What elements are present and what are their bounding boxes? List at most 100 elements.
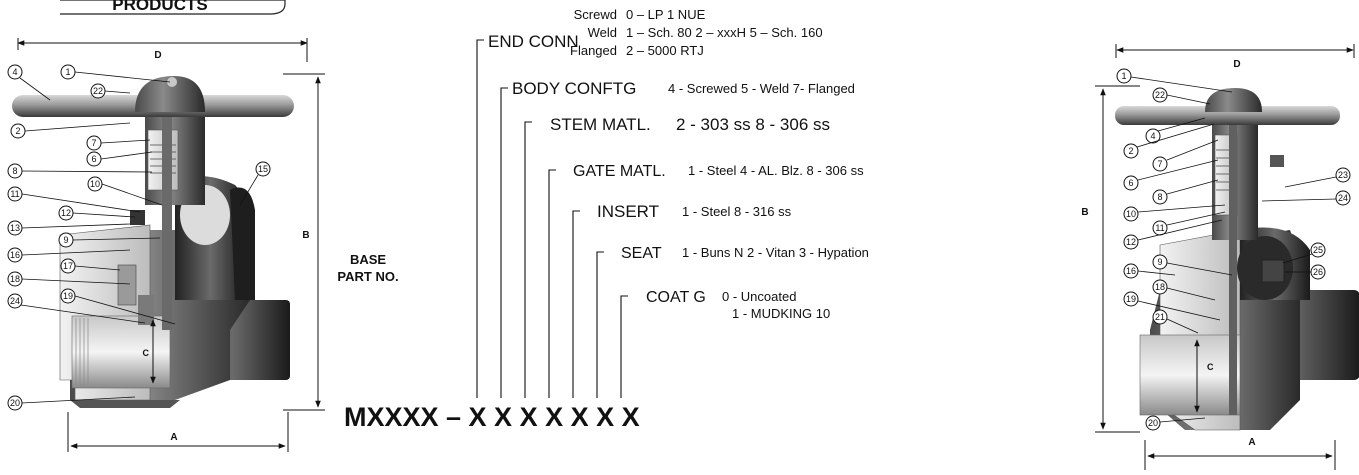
left-callout-20: 20 bbox=[7, 395, 136, 411]
left-callout-15: 15 bbox=[239, 161, 271, 206]
right-callout-2: 2 bbox=[1123, 123, 1215, 159]
svg-text:12: 12 bbox=[61, 208, 71, 218]
left-valve: D B A bbox=[7, 38, 325, 452]
svg-text:7: 7 bbox=[91, 138, 96, 148]
svg-text:1 - MUDKING 10: 1 - MUDKING 10 bbox=[732, 306, 830, 321]
svg-text:22: 22 bbox=[1155, 90, 1165, 100]
svg-text:2: 2 bbox=[1128, 146, 1133, 156]
right-dim-a: A bbox=[1144, 437, 1336, 470]
svg-text:10: 10 bbox=[1126, 209, 1136, 219]
right-callout-12: 12 bbox=[1123, 219, 1223, 250]
left-callout-10: 10 bbox=[87, 176, 163, 206]
left-dim-a-label: A bbox=[170, 432, 177, 443]
svg-text:11: 11 bbox=[10, 189, 19, 199]
left-callout-12: 12 bbox=[58, 205, 136, 221]
right-callout-18: 18 bbox=[1152, 279, 1216, 301]
coating-row: COAT G 0 - Uncoated 1 - MUDKING 10 bbox=[646, 289, 830, 321]
svg-text:SEAT: SEAT bbox=[621, 245, 662, 262]
right-callout-22: 22 bbox=[1152, 87, 1211, 105]
svg-text:1 - Buns N 2 - Vitan 3 - Hy: 1 - Buns N 2 - Vitan 3 - Hypation bbox=[682, 245, 869, 260]
left-callout-7: 7 bbox=[86, 135, 151, 151]
svg-text:8: 8 bbox=[1157, 192, 1162, 202]
right-callout-4: 4 bbox=[1145, 117, 1206, 144]
left-dim-b-label: B bbox=[302, 230, 309, 241]
svg-text:Screwd: Screwd bbox=[574, 7, 617, 22]
header-tab-title: PRODUCTS bbox=[112, 0, 207, 14]
end-conn-options: Screwd 0 – LP 1 NUE Weld 1 – Sch. 80 2 –… bbox=[570, 7, 823, 58]
insert-row: INSERT 1 - Steel 8 - 316 ss bbox=[597, 202, 792, 221]
svg-text:17: 17 bbox=[63, 261, 73, 271]
body-config-row: BODY CONFTG 4 - Screwed 5 - Weld 7- Flan… bbox=[512, 79, 855, 98]
svg-text:9: 9 bbox=[63, 235, 68, 245]
left-callout-9: 9 bbox=[58, 232, 161, 248]
left-callout-19: 19 bbox=[60, 288, 176, 325]
svg-text:4: 4 bbox=[12, 67, 17, 77]
left-callout-6: 6 bbox=[86, 151, 153, 167]
right-callout-9: 9 bbox=[1152, 254, 1233, 276]
left-callout-4: 4 bbox=[7, 64, 51, 101]
right-callout-23: 23 bbox=[1284, 167, 1351, 188]
svg-text:19: 19 bbox=[1126, 294, 1136, 304]
right-dim-b: B bbox=[1081, 85, 1140, 433]
svg-text:18: 18 bbox=[10, 274, 20, 284]
svg-text:20: 20 bbox=[1148, 418, 1158, 428]
svg-text:21: 21 bbox=[1155, 312, 1165, 322]
svg-text:1: 1 bbox=[65, 67, 70, 77]
svg-text:COAT G: COAT G bbox=[646, 289, 706, 306]
part-number-code: MXXXX – X X X X X X X bbox=[344, 402, 640, 432]
left-dim-c-label: C bbox=[143, 348, 150, 358]
svg-text:1 - Steel 4 - AL. Blz. 8 - 3: 1 - Steel 4 - AL. Blz. 8 - 306 ss bbox=[688, 163, 864, 178]
svg-text:2 – 5000 RTJ: 2 – 5000 RTJ bbox=[626, 43, 704, 58]
right-callout-16: 16 bbox=[1123, 263, 1176, 279]
left-callout-1: 1 bbox=[60, 64, 171, 83]
left-dim-b: B bbox=[283, 73, 325, 411]
left-callout-18: 18 bbox=[7, 271, 131, 287]
right-valve: D B A bbox=[1081, 44, 1359, 470]
svg-text:6: 6 bbox=[1128, 178, 1133, 188]
left-callout-24: 24 bbox=[7, 293, 146, 324]
right-dim-a-label: A bbox=[1248, 437, 1255, 448]
right-callout-21: 21 bbox=[1152, 309, 1199, 334]
right-callout-7: 7 bbox=[1152, 139, 1219, 172]
svg-text:8: 8 bbox=[12, 166, 17, 176]
left-callout-11: 11 bbox=[7, 186, 141, 213]
svg-text:GATE MATL.: GATE MATL. bbox=[573, 163, 666, 180]
right-callout-24: 24 bbox=[1261, 190, 1351, 206]
right-callout-26: 26 bbox=[1285, 264, 1326, 280]
right-callout-11: 11 bbox=[1152, 211, 1226, 236]
left-callout-22: 22 bbox=[90, 83, 131, 99]
svg-text:24: 24 bbox=[10, 296, 20, 306]
svg-text:4: 4 bbox=[1150, 131, 1155, 141]
svg-text:10: 10 bbox=[90, 179, 100, 189]
svg-text:16: 16 bbox=[10, 250, 20, 260]
end-conn-label: END CONN bbox=[488, 32, 579, 51]
gate-matl-row: GATE MATL. 1 - Steel 4 - AL. Blz. 8 - 30… bbox=[573, 163, 864, 180]
right-callout-19: 19 bbox=[1123, 291, 1221, 321]
svg-text:1: 1 bbox=[1121, 71, 1126, 81]
right-callout-10: 10 bbox=[1123, 204, 1226, 222]
right-callout-25: 25 bbox=[1282, 242, 1326, 264]
svg-text:23: 23 bbox=[1338, 170, 1348, 180]
svg-text:12: 12 bbox=[1126, 237, 1136, 247]
part-no-label: PART NO. bbox=[337, 269, 398, 284]
svg-text:Weld: Weld bbox=[588, 25, 617, 40]
svg-text:11: 11 bbox=[1155, 223, 1164, 233]
right-callout-1: 1 bbox=[1116, 68, 1233, 93]
svg-text:22: 22 bbox=[93, 86, 103, 96]
svg-text:STEM MATL.: STEM MATL. bbox=[550, 115, 651, 134]
right-dim-d: D bbox=[1115, 44, 1355, 70]
right-valve-body: C bbox=[1115, 88, 1359, 431]
svg-text:25: 25 bbox=[1313, 245, 1323, 255]
svg-text:16: 16 bbox=[1126, 266, 1136, 276]
svg-text:7: 7 bbox=[1157, 159, 1162, 169]
right-dim-d-label: D bbox=[1233, 59, 1240, 70]
svg-text:13: 13 bbox=[10, 223, 20, 233]
left-callout-8: 8 bbox=[7, 163, 153, 179]
right-callout-8: 8 bbox=[1152, 179, 1219, 205]
svg-text:INSERT: INSERT bbox=[597, 202, 659, 221]
svg-text:18: 18 bbox=[1155, 282, 1165, 292]
svg-text:1 – Sch. 80 2 – xxxH 5 – Sch.: 1 – Sch. 80 2 – xxxH 5 – Sch. 160 bbox=[626, 25, 823, 40]
svg-text:6: 6 bbox=[91, 154, 96, 164]
svg-text:4 - Screwed 5 - Weld 7- Flang: 4 - Screwed 5 - Weld 7- Flanged bbox=[668, 81, 855, 96]
left-callout-2: 2 bbox=[10, 122, 131, 139]
